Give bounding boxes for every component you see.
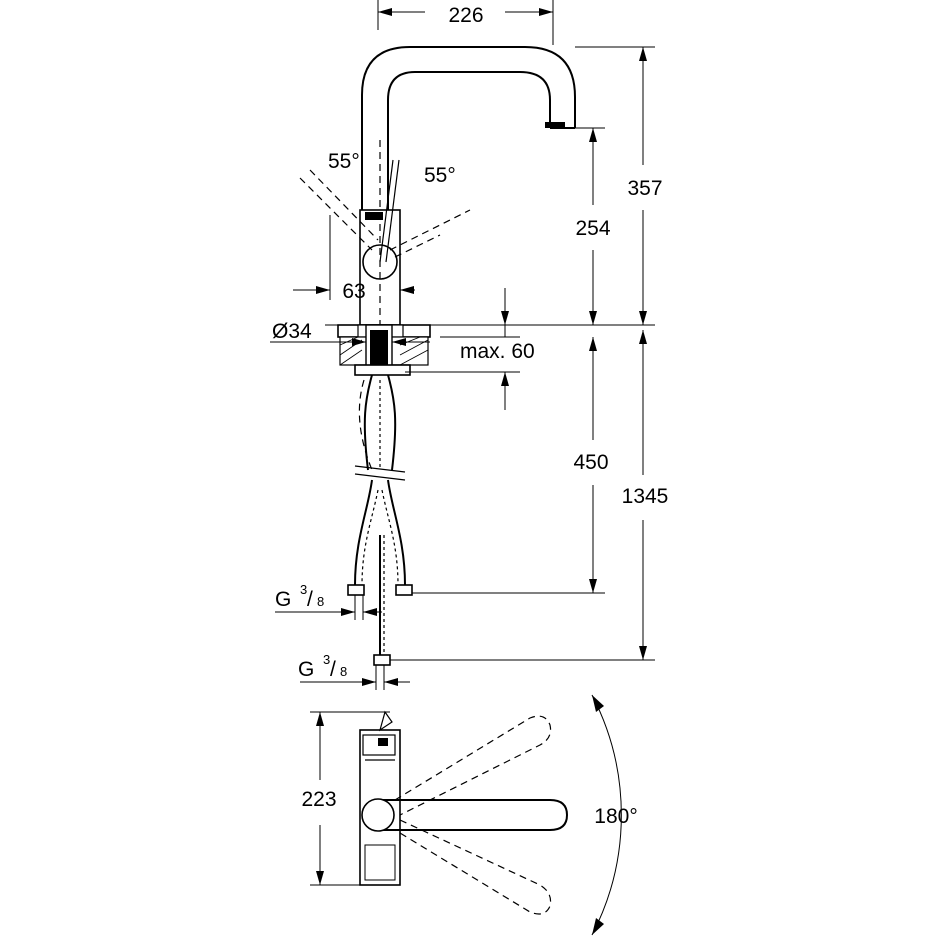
dim-spout-reach: 226 (448, 4, 483, 27)
dim-hole-diameter: Ø34 (272, 320, 312, 343)
dim-angle-right: 55° (424, 164, 456, 187)
dim-hose-length: 450 (573, 451, 608, 474)
dim-total-length: 1345 (622, 485, 669, 508)
svg-text:8: 8 (317, 594, 324, 609)
dim-base-width: 63 (342, 280, 365, 303)
dim-max-thickness: max. 60 (460, 340, 535, 363)
dim-top-depth: 223 (301, 788, 336, 811)
faucet-top-view (310, 694, 622, 936)
svg-text:/: / (330, 658, 336, 681)
dim-spout-height: 254 (575, 217, 610, 240)
dim-angle-left: 55° (328, 150, 360, 173)
svg-text:8: 8 (340, 664, 347, 679)
svg-text:/: / (307, 588, 313, 611)
svg-text:3: 3 (323, 652, 330, 667)
svg-text:G: G (275, 588, 291, 611)
dimension-lines (270, 0, 655, 690)
dim-total-height: 357 (627, 177, 662, 200)
svg-text:3: 3 (300, 582, 307, 597)
dim-rotation: 180° (594, 805, 637, 828)
svg-text:G: G (298, 658, 314, 681)
dim-connection-2: G 3 / 8 (298, 652, 347, 681)
dim-connection-1: G 3 / 8 (275, 582, 324, 611)
